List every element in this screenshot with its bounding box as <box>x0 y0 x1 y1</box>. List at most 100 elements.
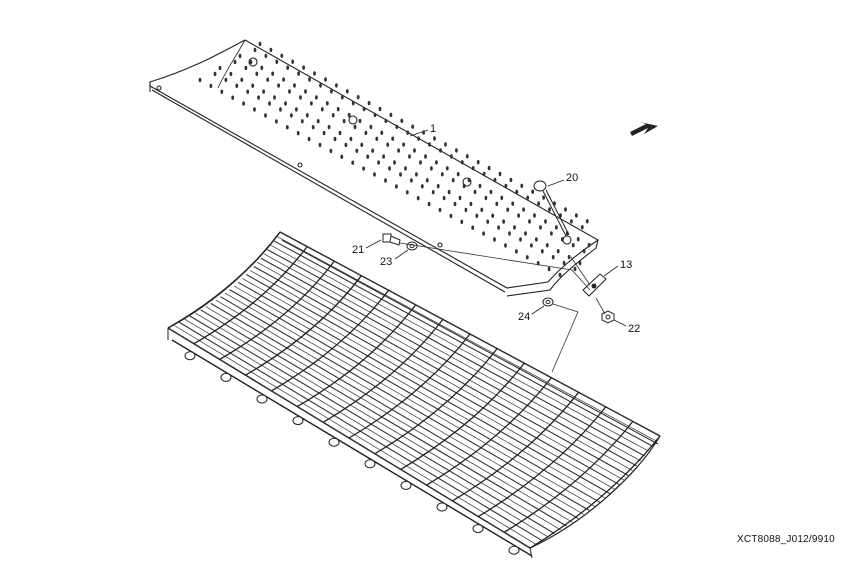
perforation-hole <box>353 124 357 130</box>
perforation-hole <box>558 272 562 278</box>
perforation-hole <box>244 65 248 71</box>
perforation-hole <box>400 118 404 124</box>
mounting-tab <box>328 437 340 447</box>
perforation-hole <box>260 65 264 71</box>
perforation-hole <box>324 77 327 82</box>
perforation-hole <box>367 100 371 106</box>
mounting-tab <box>400 480 412 490</box>
perforation-hole <box>369 124 373 130</box>
perforation-hole <box>335 83 338 88</box>
perforation-hole <box>471 225 475 230</box>
mounting-tab <box>292 416 304 426</box>
perforation-hole <box>235 83 239 89</box>
perforation-hole <box>364 130 368 136</box>
perforation-hole <box>296 131 300 136</box>
plate-mount-hole <box>437 242 443 248</box>
perforation-hole <box>550 231 553 236</box>
perforation-hole <box>491 213 495 218</box>
perforation-hole <box>564 207 567 212</box>
perforation-hole <box>349 136 353 142</box>
perforation-hole <box>453 201 457 207</box>
perforation-hole <box>444 142 447 147</box>
perforation-hole <box>424 154 427 159</box>
perforation-hole <box>282 77 285 82</box>
grate-bar <box>267 249 645 457</box>
grate-bar <box>249 270 625 481</box>
svg-text:13: 13 <box>620 259 632 271</box>
perforation-hole <box>371 148 375 153</box>
callout-22: 22 <box>613 319 640 335</box>
plate-mount-hole <box>348 115 358 125</box>
perforation-hole <box>253 107 256 112</box>
perforation-hole <box>356 95 360 100</box>
perforation-hole <box>515 189 519 194</box>
plate-mount-hole <box>248 57 258 67</box>
perforation-hole <box>548 207 551 212</box>
callout-1: 1 <box>409 123 436 137</box>
grate-rib <box>348 333 471 439</box>
grate-bar <box>184 318 549 538</box>
perforation-hole <box>340 154 344 159</box>
grate-bar <box>237 281 611 495</box>
perforation-hole <box>480 207 484 212</box>
grate-bar <box>270 244 649 452</box>
perforation-hole <box>220 89 224 95</box>
perforation-hole <box>351 101 355 106</box>
perforation-hole <box>570 219 573 224</box>
perforation-hole <box>504 183 508 189</box>
perforation-hole <box>555 225 558 230</box>
perforation-hole <box>520 183 524 188</box>
perforation-hole <box>458 195 462 201</box>
perforation-hole <box>493 177 497 183</box>
grate-bar <box>229 289 601 503</box>
perforation-hole <box>322 130 326 136</box>
perforation-hole <box>578 260 582 266</box>
perforation-hole <box>498 171 502 177</box>
perforation-hole <box>249 59 253 65</box>
perforation-hole <box>229 71 233 77</box>
perforation-hole <box>388 166 391 171</box>
grate-bar <box>189 315 555 535</box>
perforation-hole <box>471 166 475 171</box>
perforation-hole <box>509 177 513 183</box>
perforation-hole <box>428 142 431 147</box>
perforation-hole <box>517 213 520 218</box>
perforation-hole <box>262 89 265 94</box>
perforation-hole <box>513 225 516 230</box>
bracket-13 <box>582 273 607 297</box>
grate-mounting-tabs <box>184 351 520 555</box>
perforation-hole <box>399 172 402 177</box>
grate-rib <box>503 420 634 533</box>
perforation-hole <box>384 178 387 183</box>
plate-mount-hole <box>462 177 472 187</box>
perforation-hole <box>238 53 242 59</box>
perforation-hole <box>482 171 486 177</box>
perforation-hole <box>268 101 271 106</box>
perforation-hole <box>318 142 322 148</box>
perforation-hole <box>386 142 390 147</box>
perforation-hole <box>257 95 260 100</box>
perforation-hole <box>439 148 442 153</box>
perforation-hole <box>573 266 577 272</box>
perforation-hole <box>442 195 446 201</box>
perforation-hole <box>525 255 529 260</box>
perforation-hole <box>258 41 262 47</box>
perforation-hole <box>345 89 349 94</box>
perforation-hole <box>330 89 333 94</box>
grate-bar <box>233 285 606 499</box>
perforation-hole <box>500 195 504 200</box>
perforation-hole <box>528 219 531 224</box>
perforation-hole <box>493 237 496 242</box>
perforation-hole <box>395 124 399 129</box>
perforation-hole <box>447 189 451 195</box>
grate-bar <box>257 261 633 471</box>
perforation-hole <box>279 107 282 112</box>
grate-rib <box>452 391 580 502</box>
perforation-hole <box>377 160 380 165</box>
perforation-hole <box>482 231 485 236</box>
perforation-hole <box>556 249 560 254</box>
perforation-hole <box>506 207 510 212</box>
svg-text:21: 21 <box>352 244 364 256</box>
perforation-hole <box>524 231 527 236</box>
perforation-hole <box>295 107 298 112</box>
